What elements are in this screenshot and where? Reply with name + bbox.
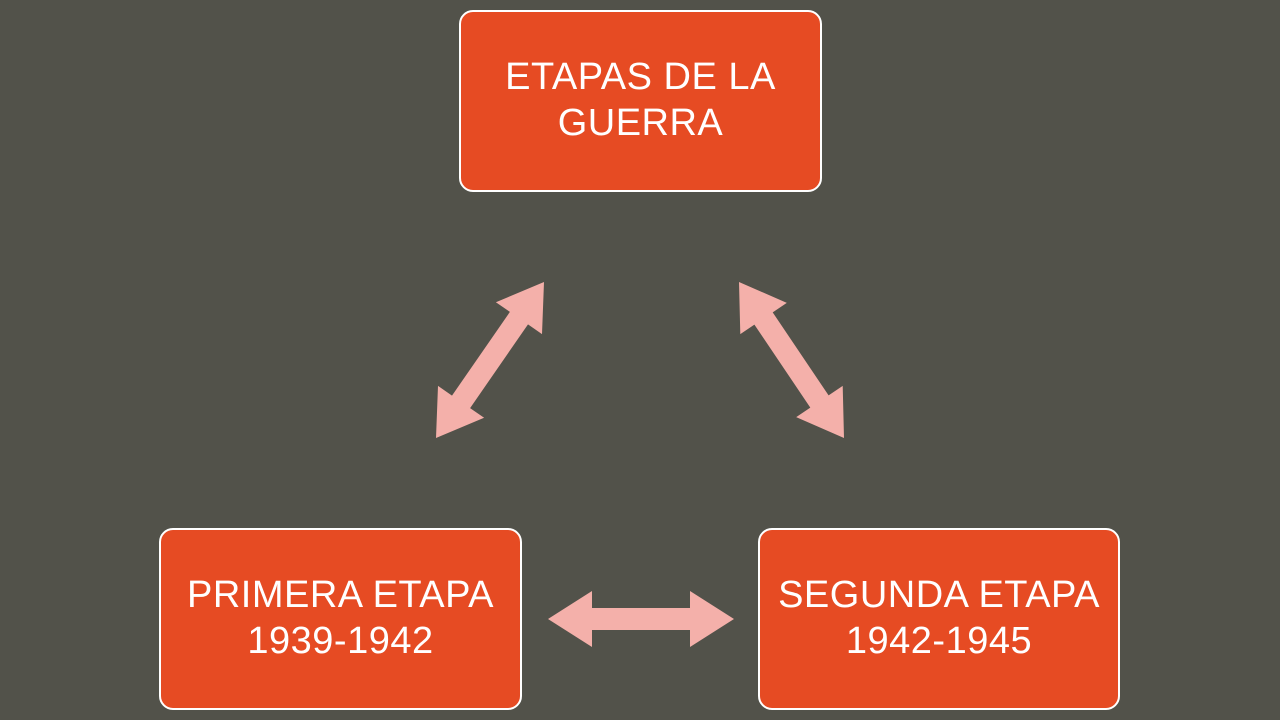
- double-arrow-top-right: [739, 282, 844, 438]
- double-arrow-left-top: [436, 282, 544, 438]
- double-arrow-shape: [548, 591, 734, 647]
- node-label: PRIMERA ETAPA 1939-1942: [186, 574, 495, 662]
- double-arrow-left-right: [548, 591, 734, 647]
- node-segunda-etapa: SEGUNDA ETAPA 1942-1945: [758, 528, 1120, 710]
- double-arrow-shape: [436, 282, 544, 438]
- node-primera-etapa: PRIMERA ETAPA 1939-1942: [159, 528, 522, 710]
- node-label: SEGUNDA ETAPA 1942-1945: [778, 574, 1100, 662]
- node-etapas-de-la-guerra: ETAPAS DE LA GUERRA: [459, 10, 822, 192]
- double-arrow-shape: [739, 282, 844, 438]
- node-label: ETAPAS DE LA GUERRA: [505, 56, 776, 144]
